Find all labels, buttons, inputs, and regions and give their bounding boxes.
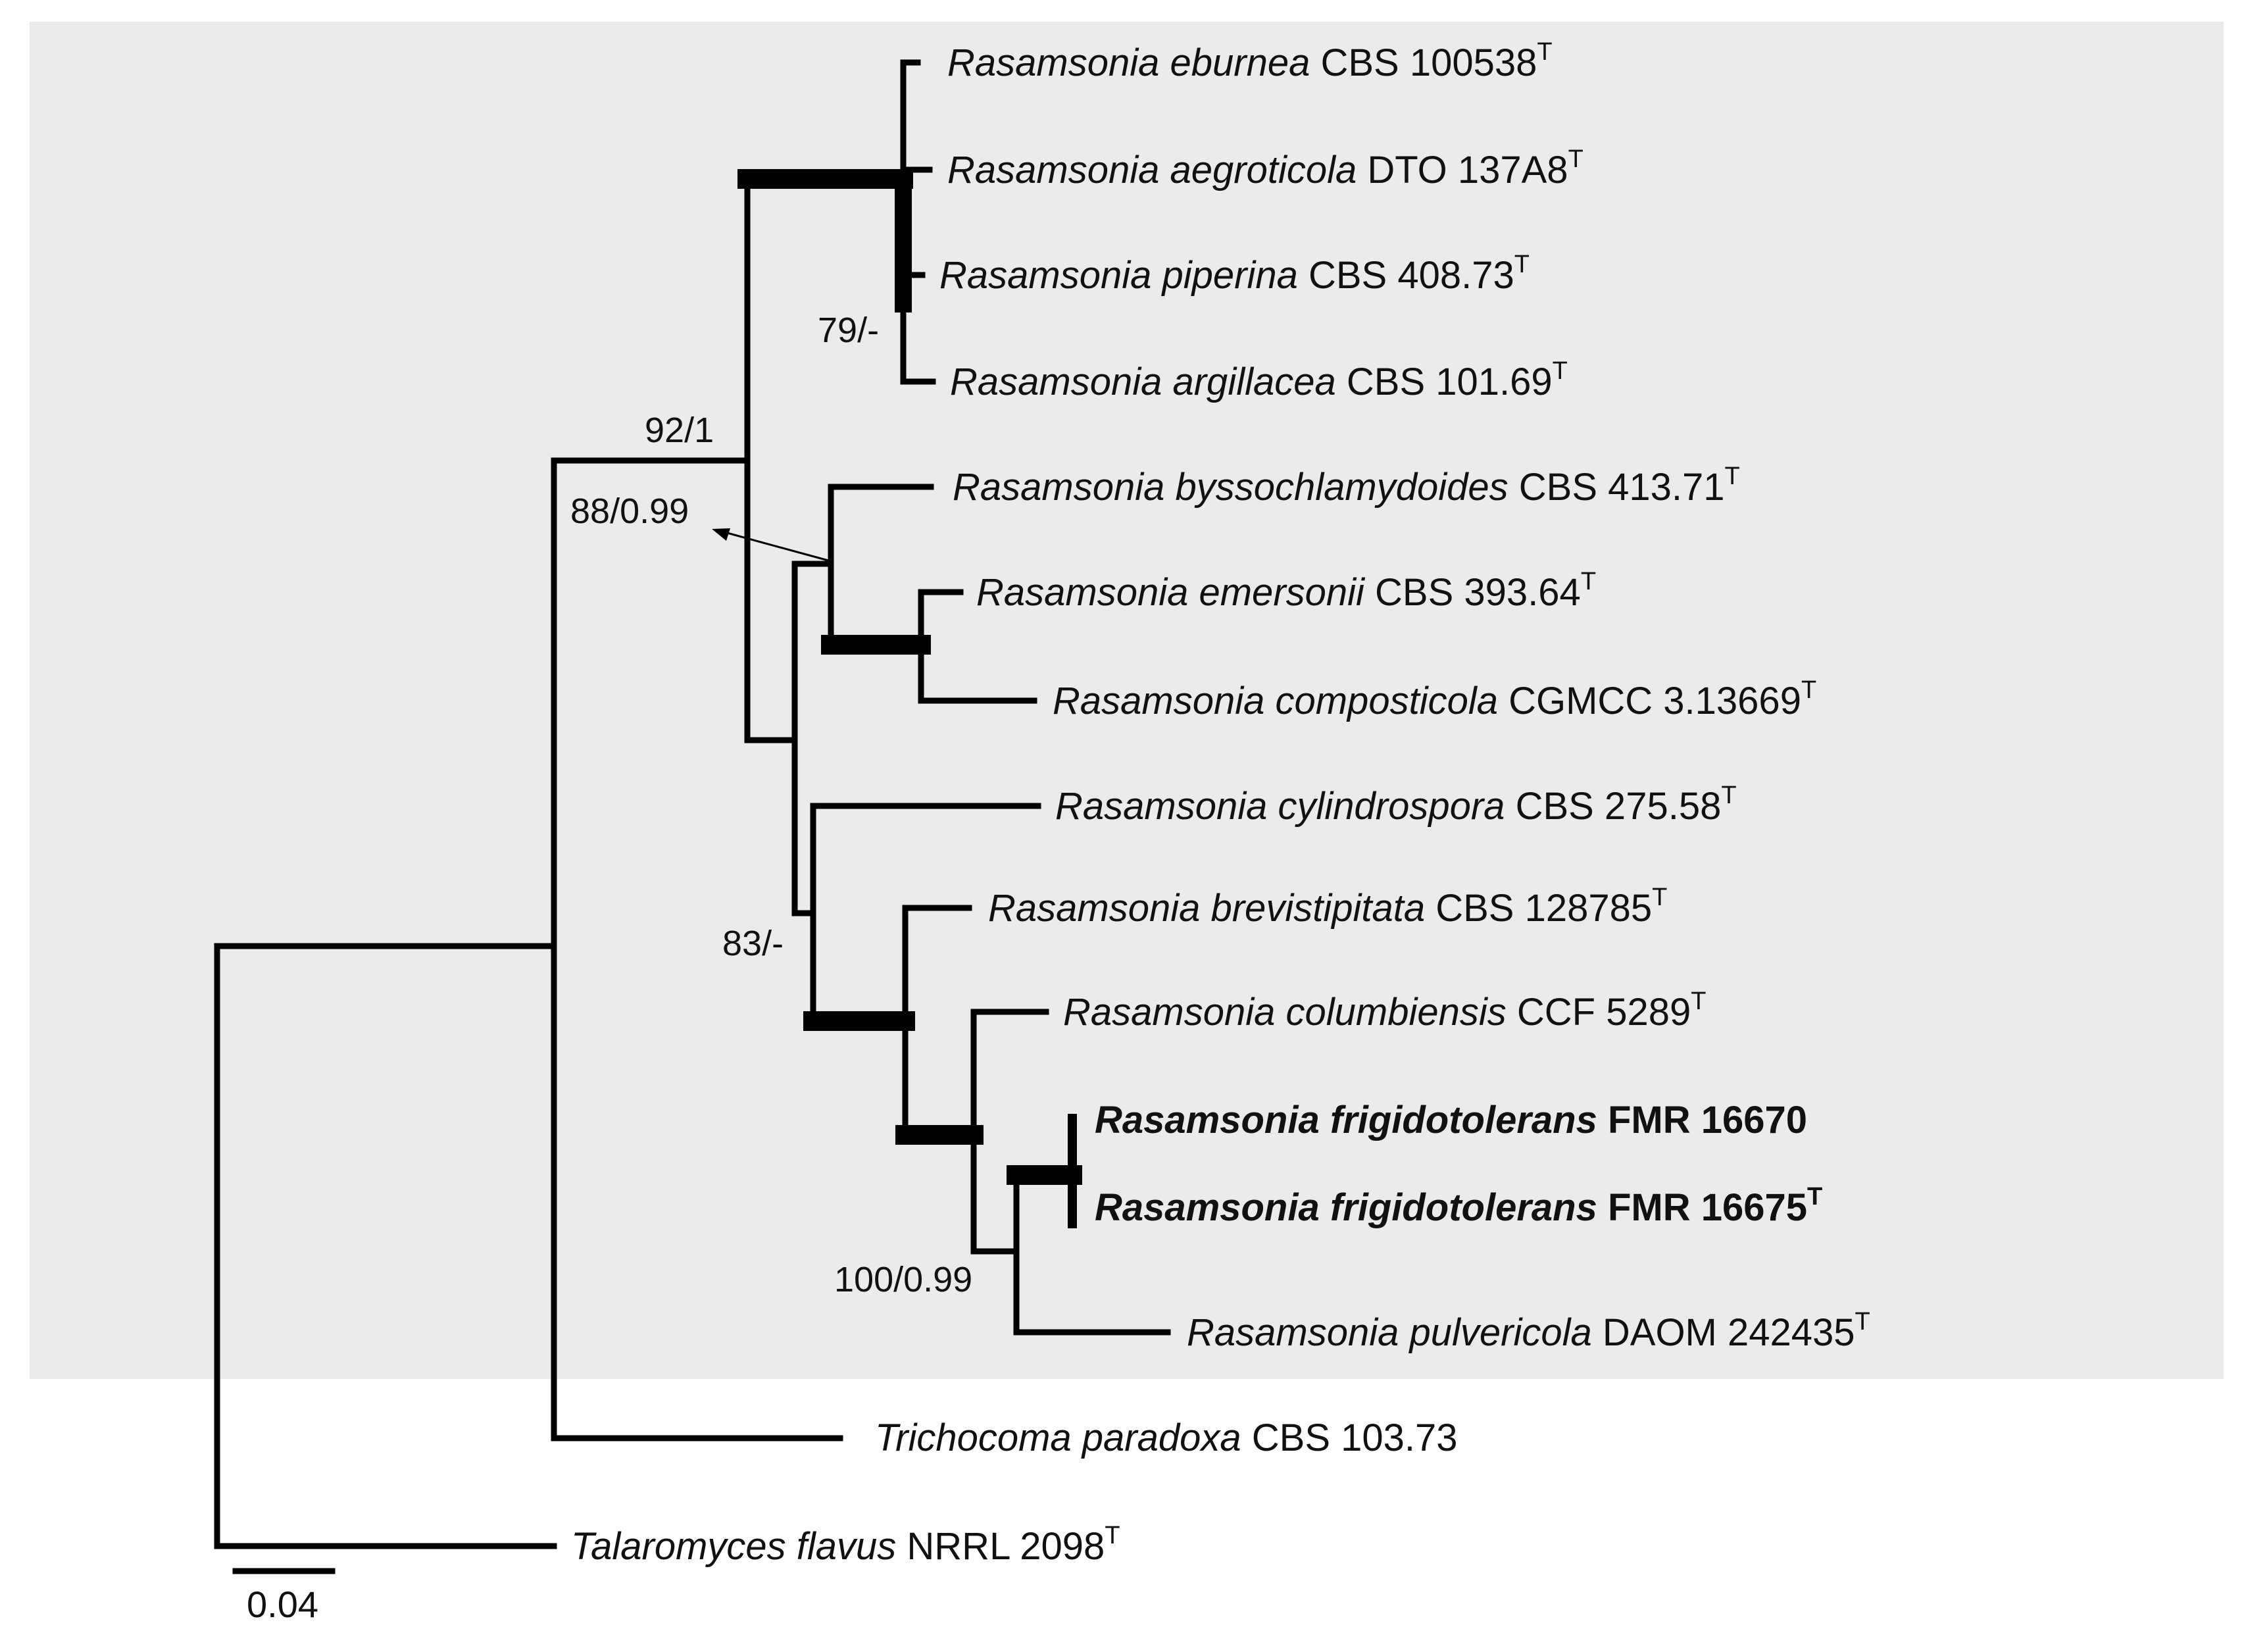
taxon-label-13: Trichocoma paradoxa CBS 103.73 — [875, 1416, 1458, 1459]
tree-branches — [214, 59, 1171, 1549]
support-values: 92/1 79/- 88/0.99 83/- 100/0.99 — [570, 311, 972, 1299]
taxon-label-3: Rasamsonia argillacea CBS 101.69T — [950, 357, 1568, 403]
taxon-label-2: Rasamsonia piperina CBS 408.73T — [939, 251, 1530, 297]
support-pointer-arrow — [712, 528, 832, 563]
support-value-rasamsonia-main: 92/1 — [645, 411, 714, 450]
support-value-argillacea-node: 79/- — [818, 311, 879, 350]
scale-bar-label: 0.04 — [247, 1584, 318, 1625]
taxon-label-0: Rasamsonia eburnea CBS 100538T — [947, 38, 1553, 84]
taxon-label-1: Rasamsonia aegroticola DTO 137A8T — [947, 145, 1583, 191]
support-value-byssochlamydoides-node: 88/0.99 — [570, 491, 689, 531]
taxon-label-10: Rasamsonia frigidotolerans FMR 16670 — [1095, 1099, 1807, 1141]
support-value-cylindrospora-node: 83/- — [722, 924, 784, 963]
rasamsonia-clade-highlight — [30, 22, 2224, 1379]
scale-bar: 0.04 — [232, 1568, 336, 1625]
taxon-label-4: Rasamsonia byssochlamydoides CBS 413.71T — [953, 463, 1740, 509]
support-value-pulvericola-node: 100/0.99 — [834, 1260, 972, 1299]
taxon-label-5: Rasamsonia emersonii CBS 393.64T — [976, 568, 1596, 614]
taxon-label-7: Rasamsonia cylindrospora CBS 275.58T — [1055, 782, 1737, 828]
taxon-label-11: Rasamsonia frigidotolerans FMR 16675T — [1095, 1183, 1822, 1229]
taxon-label-14: Talaromyces flavus NRRL 2098T — [571, 1522, 1120, 1568]
taxon-label-9: Rasamsonia columbiensis CCF 5289T — [1063, 988, 1706, 1034]
arrow-head — [712, 528, 730, 541]
taxon-labels: Rasamsonia eburnea CBS 100538T Rasamsoni… — [571, 38, 1870, 1568]
arrow-line — [722, 530, 832, 563]
taxon-label-8: Rasamsonia brevistipitata CBS 128785T — [988, 884, 1667, 930]
taxon-label-12: Rasamsonia pulvericola DAOM 242435T — [1187, 1308, 1870, 1354]
taxon-label-6: Rasamsonia composticola CGMCC 3.13669T — [1053, 676, 1816, 722]
